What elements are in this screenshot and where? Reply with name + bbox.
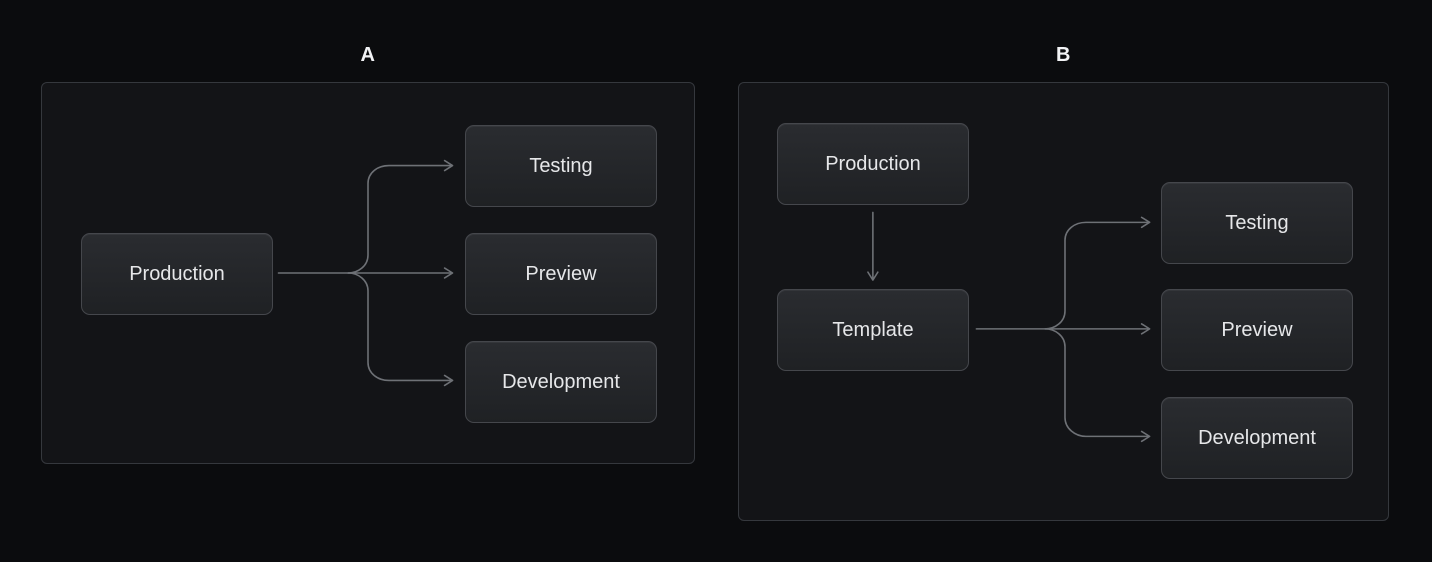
node-testing: Testing [465, 125, 657, 207]
arrowhead [443, 374, 454, 387]
panel-a-frame: Production Testing Preview Development [41, 82, 695, 464]
node-preview: Preview [465, 233, 657, 315]
edge-production-testing [347, 164, 452, 274]
node-development: Development [465, 341, 657, 423]
arrowhead [1140, 216, 1151, 229]
arrowhead [443, 267, 454, 279]
panel-a-edges [277, 159, 454, 387]
panel-b-label: B [1056, 44, 1071, 66]
arrowhead [867, 271, 879, 281]
edge-production-development [347, 272, 452, 382]
edge-template-development [1044, 328, 1149, 438]
panel-b-frame: Production Template Testing Preview Deve… [738, 82, 1389, 521]
node-template: Template [777, 289, 969, 371]
node-preview: Preview [1161, 289, 1353, 371]
edge-template-testing [1044, 221, 1149, 330]
node-testing: Testing [1161, 182, 1353, 264]
node-development: Development [1161, 397, 1353, 479]
arrowhead [1140, 430, 1151, 443]
arrowhead [443, 159, 454, 172]
node-production: Production [81, 233, 273, 315]
arrowhead [1140, 323, 1151, 335]
panel-a-label: A [360, 44, 376, 66]
panel-b-edges [867, 211, 1151, 443]
node-production: Production [777, 123, 969, 205]
